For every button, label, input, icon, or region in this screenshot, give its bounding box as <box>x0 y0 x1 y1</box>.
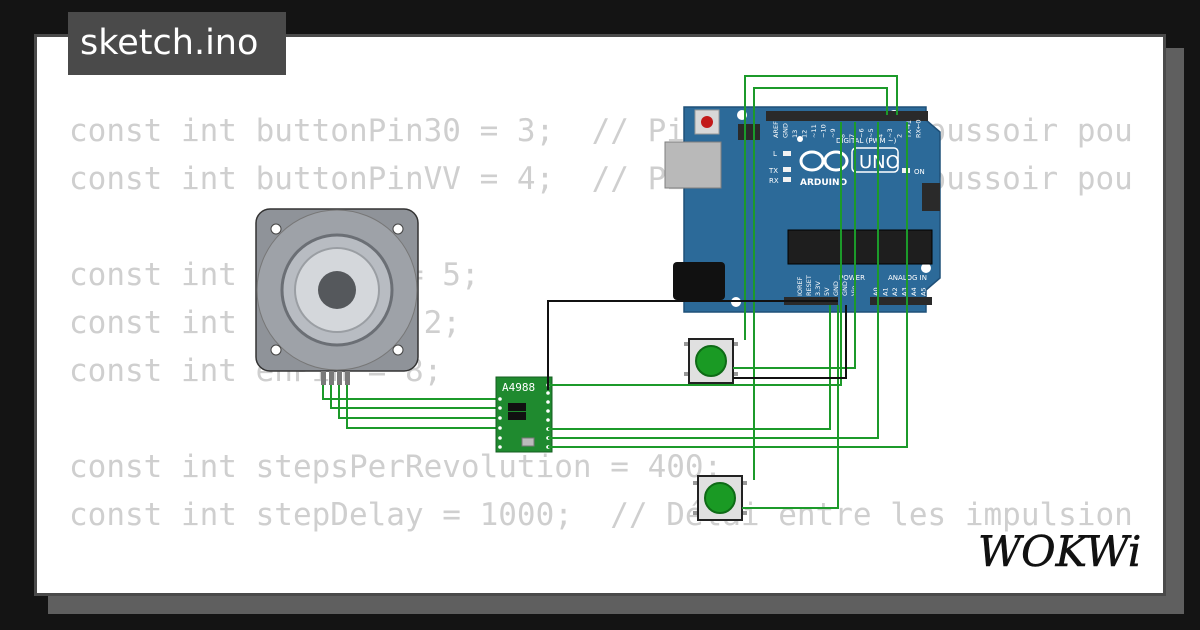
arduino-uno-board[interactable]: UNO ARDUINO DIGITAL (PWM ~) L TX RX ON P… <box>664 106 941 313</box>
stepper-motor[interactable] <box>255 208 419 385</box>
led-l-label: L <box>773 150 777 158</box>
board-model-label: UNO <box>859 152 900 173</box>
digital-pin-label: ~6 <box>858 128 866 138</box>
a4988-driver[interactable]: A4988 <box>495 376 553 453</box>
digital-pin-label: ~10 <box>820 124 828 138</box>
led-on-label: ON <box>914 168 925 176</box>
digital-pin-label: ~5 <box>867 128 875 138</box>
project-preview-card: const int buttonPin30 = 3; // Pin du bou… <box>34 34 1166 596</box>
code-editor-background: const int buttonPin30 = 3; // Pin du bou… <box>69 107 1135 593</box>
motor-wires <box>322 385 498 429</box>
digital-pin-label: AREF <box>772 121 780 138</box>
analog-pin-label: A1 <box>882 287 890 296</box>
digital-pin-label: 7 <box>848 134 856 138</box>
digital-pin-label: 2 <box>896 134 904 138</box>
board-brand-label: ARDUINO <box>800 178 848 188</box>
digital-pin-label: ~11 <box>810 124 818 138</box>
digital-pin-label: 4 <box>877 134 885 138</box>
digital-header-label: DIGITAL (PWM ~) <box>836 137 897 145</box>
digital-pin-label: TX→1 <box>905 120 913 139</box>
driver-label: A4988 <box>502 381 535 394</box>
digital-pin-label: 8 <box>839 134 847 138</box>
digital-pin-label: RX←0 <box>915 119 923 138</box>
digital-pin-label: 12 <box>801 130 809 138</box>
push-button-1[interactable] <box>684 338 738 384</box>
led-rx-label: RX <box>769 177 779 185</box>
logo-text: WOKWi <box>978 527 1141 576</box>
analog-pin-label: A0 <box>872 287 880 296</box>
file-tab-title[interactable]: sketch.ino <box>68 12 286 75</box>
digital-pin-label: 13 <box>791 130 799 138</box>
push-button-2[interactable] <box>693 475 747 521</box>
analog-pin-label: A2 <box>891 287 899 296</box>
digital-pin-label: ~3 <box>886 128 894 138</box>
power-pin-label: GND <box>832 281 840 296</box>
circuit-wires <box>547 75 908 509</box>
power-header-label: POWER <box>839 274 865 282</box>
led-tx-label: TX <box>768 167 778 175</box>
digital-pin-label: ~9 <box>829 128 837 138</box>
analog-pin-label: A4 <box>910 287 918 296</box>
digital-pin-label: GND <box>782 123 790 138</box>
analog-pin-label: A5 <box>920 287 928 296</box>
power-pin-label: RESET <box>805 275 813 296</box>
power-pin-label: 5V <box>823 287 831 296</box>
power-pin-label: 3.3V <box>814 281 822 296</box>
power-pin-label: GND <box>841 281 849 296</box>
code-line: const int stepsPerRevolution = 400; <box>69 449 723 485</box>
analog-pin-label: A3 <box>901 287 909 296</box>
wokwi-logo: WOKWi <box>978 527 1142 577</box>
power-pin-label: IOREF <box>796 276 804 296</box>
